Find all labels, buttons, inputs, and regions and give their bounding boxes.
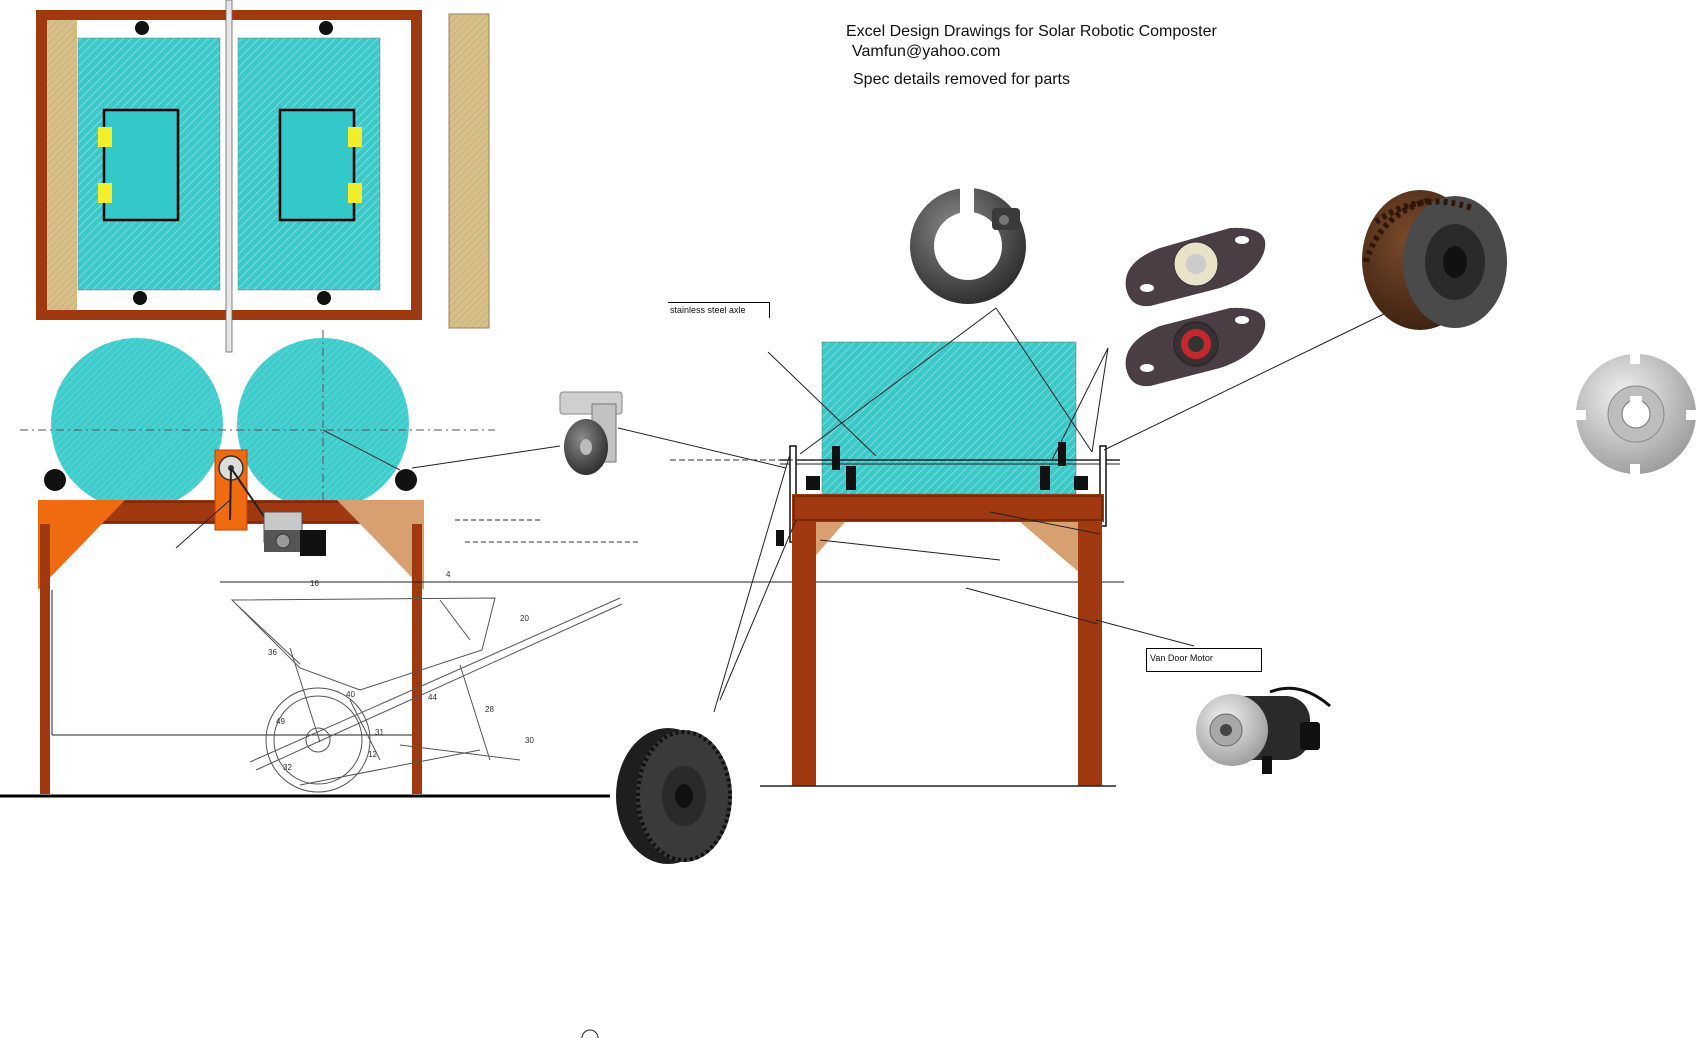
caster-wheel-photo-icon [559,391,623,475]
drive-roller-photo-icon [1362,190,1507,330]
shaft-collar-photo-icon [910,186,1026,304]
axle-label: stainless steel axle [668,302,770,318]
drawing-title: Excel Design Drawings for Solar Robotic … [846,23,1217,40]
motor-label: Van Door Motor [1146,648,1262,672]
flange-bearing-photo-icon [1125,227,1266,387]
callout-36: 36 [268,648,277,657]
callout-32: 32 [283,763,292,772]
callout-4: 4 [446,570,451,579]
spec-note: Spec details removed for parts [853,71,1070,88]
leader-lines [411,307,1389,713]
side-view-frame [0,330,1124,798]
small-circle-marker [581,1029,599,1038]
author-email: Vamfun@yahoo.com [852,43,1001,60]
callout-44: 44 [428,693,437,702]
timing-pulley-photo-icon [616,728,732,864]
callout-49: 49 [276,717,285,726]
motor-hub-photo-icon [1574,352,1698,476]
van-door-motor-photo-icon [1196,686,1331,774]
patent-callouts: 16 4 20 36 40 44 28 30 49 31 12 32 [268,570,534,772]
callout-40: 40 [346,690,355,699]
top-view-frame [36,0,490,353]
callout-16: 16 [310,579,319,588]
callout-20: 20 [520,614,529,623]
callout-30: 30 [525,736,534,745]
front-view-frame [670,341,1120,787]
callout-28: 28 [485,705,494,714]
wheelbarrow-drawing [230,597,623,793]
callout-12: 12 [368,750,377,759]
callout-31: 31 [375,728,384,737]
